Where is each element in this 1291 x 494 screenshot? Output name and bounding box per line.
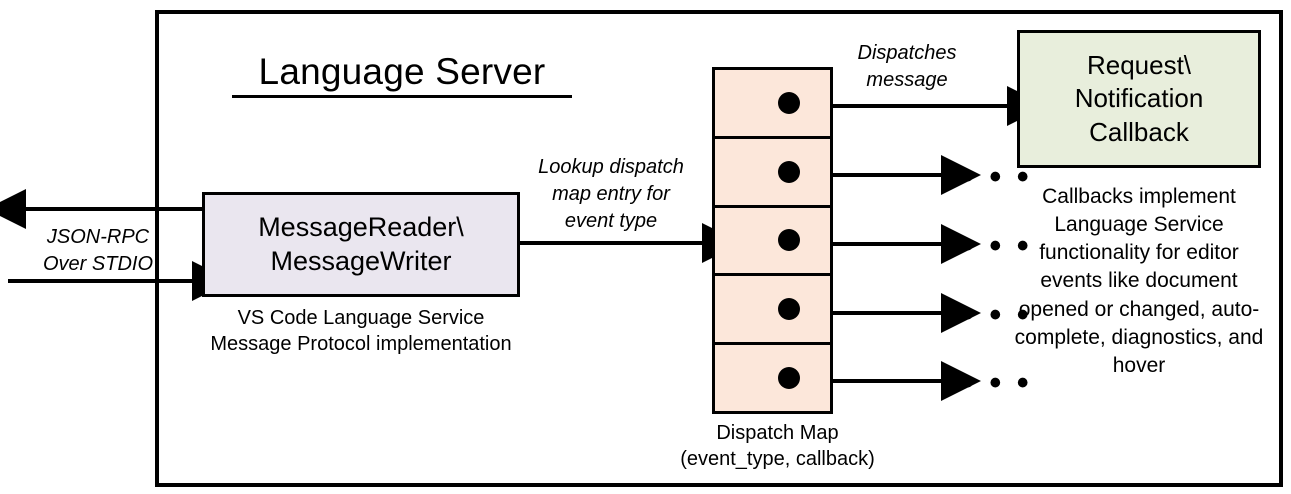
- language-server-boundary: [155, 10, 1283, 487]
- dispatch-map-caption: Dispatch Map (event_type, callback): [650, 420, 905, 473]
- entry-dot-icon: [778, 160, 800, 183]
- message-writer-label: MessageWriter: [270, 245, 452, 276]
- lookup-dispatch-label: Lookup dispatch map entry for event type: [516, 154, 706, 235]
- page-title: Language Server: [232, 51, 572, 98]
- dispatches-label-line1: Dispatches: [857, 42, 957, 64]
- jsonrpc-label-line1: JSON-RPC: [46, 226, 150, 248]
- table-row[interactable]: [715, 139, 830, 208]
- lookup-label-line2: map entry for: [552, 183, 670, 205]
- callback-caption: Callbacks implement Language Service fun…: [1014, 185, 1264, 377]
- entry-dot-icon: [778, 298, 800, 321]
- dispatches-message-label: Dispatches message: [832, 40, 982, 94]
- jsonrpc-transport-label: JSON-RPC Over STDIO: [18, 224, 178, 278]
- dispatch-map-caption-line1: Dispatch Map: [716, 422, 839, 444]
- entry-dot-icon: [778, 91, 800, 114]
- table-row[interactable]: [715, 208, 830, 277]
- ellipsis-row-3: • • •: [962, 227, 1032, 265]
- entry-dot-icon: [778, 367, 800, 390]
- message-reader-label: MessageReader\: [258, 211, 464, 242]
- request-notification-callback-box[interactable]: Request\ Notification Callback: [1017, 30, 1261, 168]
- ellipsis-row-4: • • •: [962, 296, 1032, 334]
- table-row[interactable]: [715, 345, 830, 411]
- table-row[interactable]: [715, 70, 830, 139]
- lookup-label-line3: event type: [564, 210, 658, 232]
- lookup-label-line1: Lookup dispatch: [538, 156, 684, 178]
- callback-label-line2: Notification: [1074, 83, 1204, 114]
- ellipsis-row-5: • • •: [962, 364, 1032, 402]
- dispatch-map-table: [712, 67, 833, 414]
- message-reader-caption-line2: Message Protocol implementation: [210, 333, 512, 356]
- message-reader-caption: VS Code Language Service Message Protoco…: [180, 305, 542, 358]
- table-row[interactable]: [715, 276, 830, 346]
- message-reader-caption-line1: VS Code Language Service: [237, 307, 485, 329]
- callback-label-line3: Callback: [1089, 116, 1189, 147]
- entry-dot-icon: [778, 229, 800, 252]
- dispatches-label-line2: message: [866, 69, 948, 91]
- callback-label-line1: Request\: [1086, 50, 1192, 81]
- jsonrpc-label-line2: Over STDIO: [42, 253, 153, 275]
- ellipsis-row-2: • • •: [962, 158, 1032, 196]
- message-reader-writer-box[interactable]: MessageReader\ MessageWriter: [202, 192, 520, 297]
- dispatch-map-caption-line2: (event_type, callback): [680, 448, 875, 471]
